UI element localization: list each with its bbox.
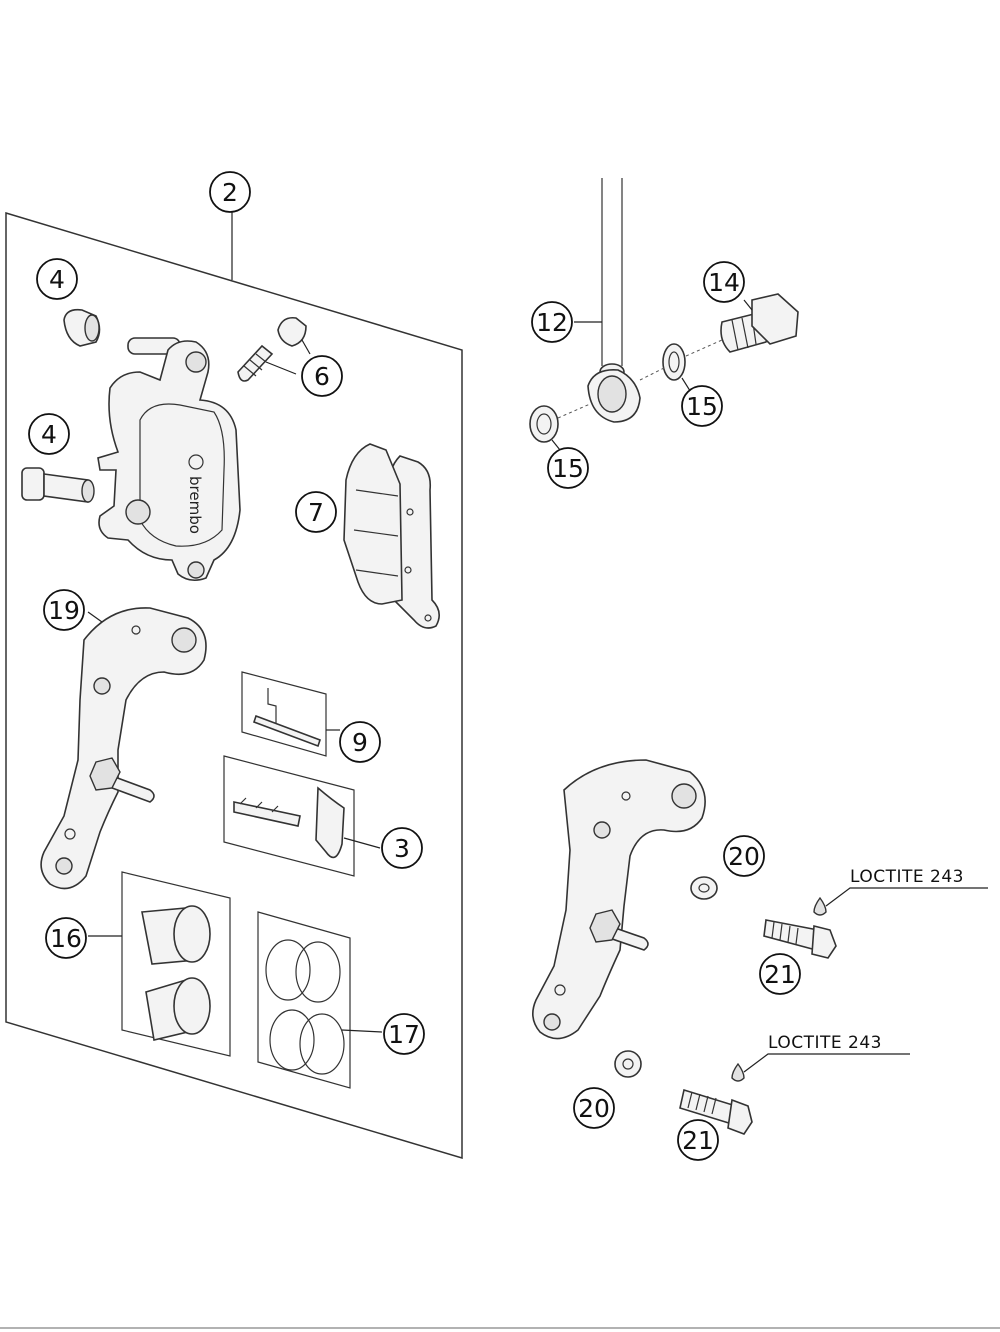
washer-20-lower-part	[614, 1050, 642, 1078]
callout-15-left: 15	[547, 447, 589, 489]
callout-2: 2	[209, 171, 251, 213]
caliper-assembly-panel	[5, 211, 463, 1160]
caliper-support-part	[40, 607, 207, 890]
banjo-bolt-part	[720, 293, 799, 353]
svg-text:4: 4	[41, 420, 57, 449]
svg-text:6: 6	[314, 362, 330, 391]
callout-4-top: 4	[36, 258, 78, 300]
spring-kit-part	[223, 755, 381, 877]
svg-text:20: 20	[578, 1094, 610, 1123]
svg-text:7: 7	[308, 498, 324, 527]
bleed-cap-part	[63, 308, 101, 347]
bolt-21-lower-part	[679, 1053, 910, 1135]
callout-16: 16	[45, 917, 87, 959]
pistons-part	[88, 871, 231, 1057]
callout-15-right: 15	[681, 385, 723, 427]
svg-text:9: 9	[352, 728, 368, 757]
loctite-note-upper: LOCTITE 243	[850, 867, 964, 887]
seal-rings-part	[257, 911, 383, 1089]
brake-line-part	[574, 178, 641, 423]
callout-14: 14	[703, 261, 745, 303]
callout-6: 6	[301, 355, 343, 397]
callout-9: 9	[339, 721, 381, 763]
callout-12: 12	[531, 301, 573, 343]
brake-pads-part	[343, 443, 440, 629]
brand-logo: brembo	[186, 476, 204, 534]
callout-21-upper: 21	[759, 953, 801, 995]
svg-text:3: 3	[394, 834, 410, 863]
pin-bolt-part	[21, 467, 95, 503]
callout-7: 7	[295, 491, 337, 533]
svg-text:19: 19	[48, 596, 80, 625]
svg-text:21: 21	[764, 960, 796, 989]
svg-text:15: 15	[552, 454, 584, 483]
washer-lower-part	[529, 403, 591, 451]
svg-text:4: 4	[49, 265, 65, 294]
callout-20-lower: 20	[573, 1087, 615, 1129]
callout-3: 3	[381, 827, 423, 869]
svg-text:21: 21	[682, 1126, 714, 1155]
svg-text:17: 17	[388, 1020, 420, 1049]
pin-kit-part	[241, 671, 340, 757]
svg-text:15: 15	[686, 392, 718, 421]
svg-text:14: 14	[708, 268, 740, 297]
callout-17: 17	[383, 1013, 425, 1055]
callout-21-lower: 21	[677, 1119, 719, 1161]
washer-20-upper-part	[690, 876, 718, 900]
loctite-note-lower: LOCTITE 243	[768, 1033, 882, 1053]
callout-19: 19	[43, 589, 85, 631]
caliper-support-installed-part	[532, 759, 706, 1040]
bolt-21-upper-part	[763, 887, 988, 959]
washer-upper-part	[639, 339, 723, 395]
bleed-screw-part	[237, 316, 311, 382]
svg-text:12: 12	[536, 308, 568, 337]
callout-20-upper: 20	[723, 835, 765, 877]
brake-caliper-body: brembo	[97, 337, 241, 582]
svg-text:16: 16	[50, 924, 82, 953]
svg-text:2: 2	[222, 178, 238, 207]
callout-4-bottom: 4	[28, 413, 70, 455]
svg-text:20: 20	[728, 842, 760, 871]
